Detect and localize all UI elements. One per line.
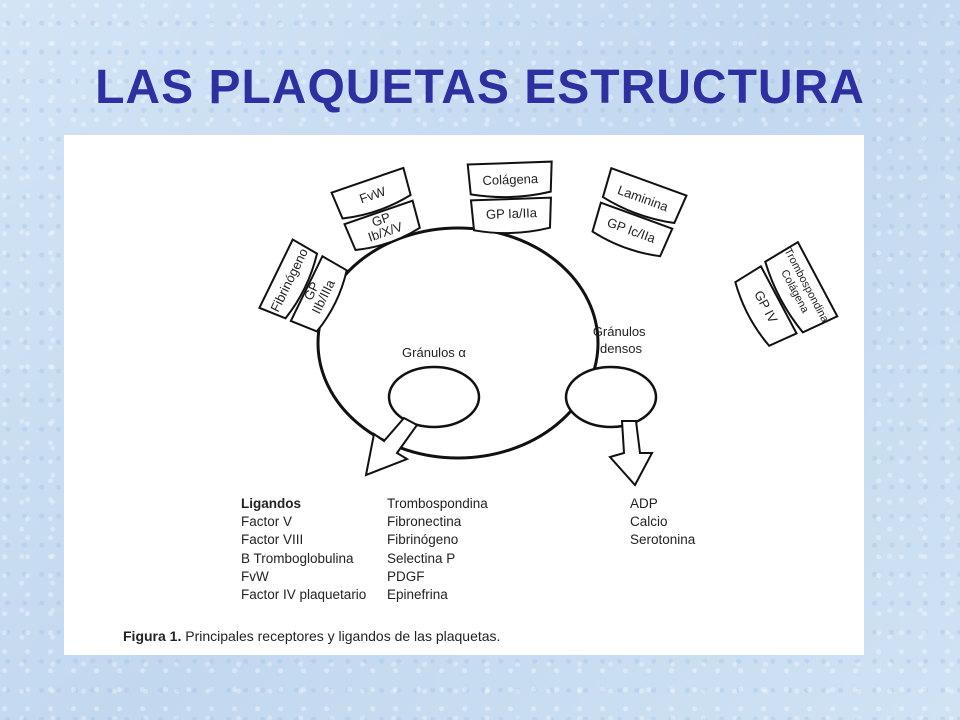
list-item: Epinefrina bbox=[387, 587, 448, 603]
list-item: Selectina P bbox=[387, 550, 456, 566]
alpha-granule-label: Gránulos α bbox=[402, 345, 466, 360]
list-item: Factor VIII bbox=[241, 532, 304, 548]
alpha-ligands-col2: Trombospondina Fibronectina Fibrinógeno … bbox=[387, 495, 488, 604]
figure-panel: Gránulos α Gránulos densos GP IIb/IIIa F… bbox=[64, 135, 864, 655]
list-item: B Tromboglobulina bbox=[241, 550, 354, 566]
list-item: Fibrinógeno bbox=[387, 532, 459, 548]
caption-label: Figura 1. bbox=[123, 628, 182, 644]
list-item: Fibronectina bbox=[387, 514, 462, 530]
list-item: FvW bbox=[241, 568, 269, 584]
receptor-label: GP bbox=[370, 209, 393, 229]
list-item: Calcio bbox=[630, 514, 668, 530]
list-item: Serotonina bbox=[630, 532, 696, 548]
ligand-label: Colágena bbox=[482, 171, 539, 188]
receptor-colagena: GP Ia/IIa Colágena bbox=[466, 160, 553, 235]
receptor-label: GP Ia/IIa bbox=[486, 205, 538, 222]
alpha-granule bbox=[387, 365, 481, 429]
list-item: ADP bbox=[630, 496, 658, 511]
receptor-fvw: GP Ib/X/V FvW bbox=[330, 166, 421, 252]
platelet-cell bbox=[316, 226, 600, 460]
receptor-trombospondina: GP IV Trombospondina Colágena bbox=[734, 240, 839, 347]
figure-caption: Figura 1. Principales receptores y ligan… bbox=[123, 628, 500, 644]
alpha-ligands-col1: Ligandos Factor V Factor VIII B Trombogl… bbox=[241, 495, 366, 604]
receptor-laminina: GP Ic/IIa Laminina bbox=[591, 166, 688, 258]
receptor-label: GP bbox=[301, 279, 323, 302]
list-item: Factor IV plaquetario bbox=[241, 587, 367, 603]
dense-granule bbox=[564, 365, 658, 429]
ligands-heading: Ligandos bbox=[241, 496, 301, 511]
dense-contents: ADP Calcio Serotonina bbox=[630, 495, 695, 550]
list-item: Factor V bbox=[241, 514, 293, 530]
caption-text: Principales receptores y ligandos de las… bbox=[181, 628, 501, 644]
alpha-arrow bbox=[364, 416, 419, 477]
list-item: Trombospondina bbox=[387, 496, 488, 511]
list-item: PDGF bbox=[387, 568, 425, 584]
dense-arrow bbox=[608, 420, 654, 487]
slide-title: LAS PLAQUETAS ESTRUCTURA bbox=[95, 61, 865, 114]
dense-granule-label: Gránulos densos bbox=[593, 324, 649, 356]
platelet-diagram: Gránulos α Gránulos densos GP IIb/IIIa F… bbox=[258, 160, 839, 487]
